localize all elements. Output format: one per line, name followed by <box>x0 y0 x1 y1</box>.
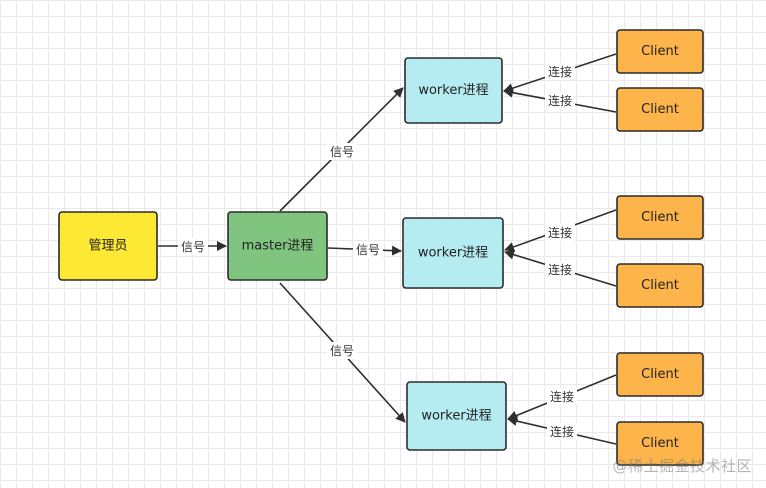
node-label: Client <box>641 44 679 59</box>
node-admin: 管理员 <box>58 211 158 281</box>
edge-client2-worker1: 连接 <box>503 87 617 113</box>
edge-master-worker3: 信号 <box>279 282 406 423</box>
edge-master-worker2: 信号 <box>327 241 402 258</box>
edge-label-background <box>547 388 577 405</box>
node-master: master进程 <box>227 211 328 281</box>
node-box <box>616 421 704 466</box>
edge-label-background <box>545 224 575 241</box>
node-box <box>227 211 328 281</box>
edge-label-background <box>353 241 383 258</box>
node-box <box>616 29 704 74</box>
edge-client6-worker3: 连接 <box>507 416 617 445</box>
edge-client4-worker2: 连接 <box>504 249 617 287</box>
edge-label-background <box>327 342 357 359</box>
node-client5: Client <box>616 352 704 397</box>
node-box <box>616 195 704 240</box>
edge-label: 连接 <box>548 93 572 108</box>
node-worker2: worker进程 <box>402 217 504 289</box>
nodes-layer: 管理员 master进程 worker进程 worker进程 worker进程 Clien… <box>58 29 704 466</box>
node-box <box>406 381 507 451</box>
node-box <box>402 217 504 289</box>
node-label: Client <box>641 210 679 225</box>
node-label: Client <box>641 102 679 117</box>
node-box <box>616 87 704 132</box>
edge-master-worker1: 信号 <box>279 87 404 212</box>
edge-client5-worker3: 连接 <box>507 374 617 421</box>
node-worker1: worker进程 <box>404 57 503 124</box>
edge-label: 连接 <box>548 225 572 240</box>
edge-label: 信号 <box>330 145 354 159</box>
node-label: worker进程 <box>418 83 488 98</box>
node-client4: Client <box>616 263 704 308</box>
edge-label-background <box>178 238 208 255</box>
node-client3: Client <box>616 195 704 240</box>
edge-client3-worker2: 连接 <box>504 209 617 252</box>
edge-label-background <box>545 63 575 80</box>
edge-label: 连接 <box>550 389 574 404</box>
edge-label: 连接 <box>550 424 574 439</box>
edge-label: 信号 <box>356 243 380 257</box>
node-box <box>404 57 503 124</box>
node-label: worker进程 <box>418 246 488 261</box>
edge-label-background <box>545 92 575 109</box>
edge-label: 信号 <box>330 344 354 358</box>
node-box <box>58 211 158 281</box>
edge-label-background <box>547 423 577 440</box>
edge-label: 连接 <box>548 64 572 79</box>
node-client2: Client <box>616 87 704 132</box>
edge-label: 连接 <box>548 262 572 277</box>
node-client6: Client <box>616 421 704 466</box>
node-label: Client <box>641 278 679 293</box>
edge-client1-worker1: 连接 <box>503 53 617 93</box>
edge-label: 信号 <box>181 240 205 254</box>
node-box <box>616 352 704 397</box>
node-label: worker进程 <box>421 409 491 424</box>
node-label: master进程 <box>242 239 314 254</box>
edge-label-background <box>545 261 575 278</box>
node-label: Client <box>641 436 679 451</box>
edge-admin-master: 信号 <box>158 238 227 255</box>
edge-label-background <box>327 143 357 160</box>
node-box <box>616 263 704 308</box>
node-client1: Client <box>616 29 704 74</box>
node-label: Client <box>641 367 679 382</box>
watermark: @稀土掘金技术社区 <box>612 457 752 475</box>
node-worker3: worker进程 <box>406 381 507 451</box>
node-label: 管理员 <box>88 239 127 254</box>
